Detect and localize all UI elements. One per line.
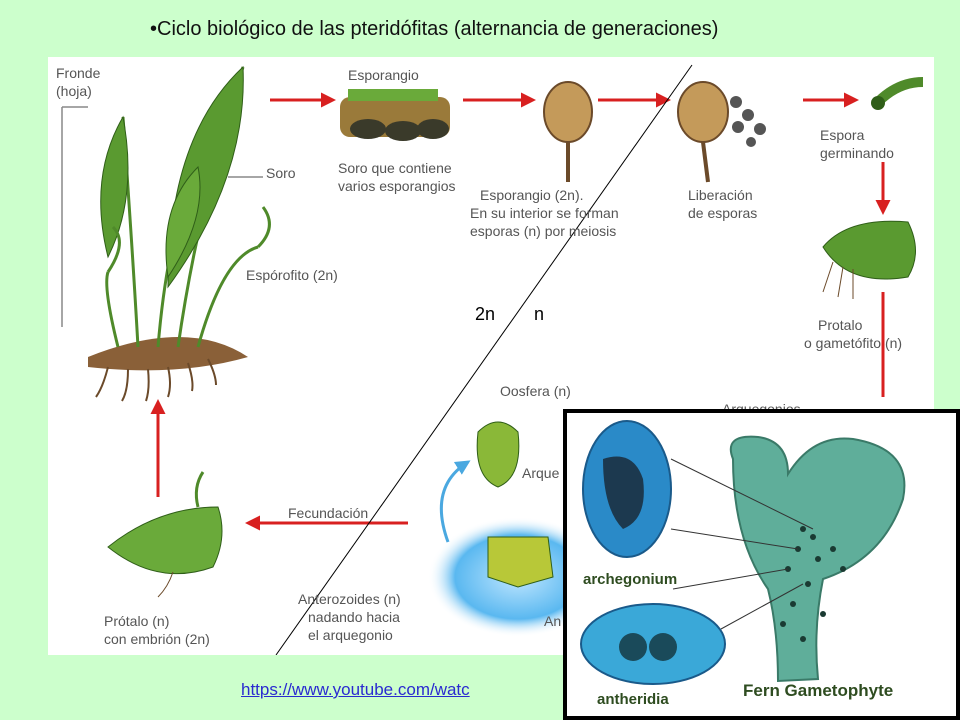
germinating-spore-illustration: [871, 77, 924, 110]
slide-title: •Ciclo biológico de las pteridófitas (al…: [150, 18, 719, 40]
label-archegonium: archegonium: [583, 571, 678, 588]
fertilization-arrow: [439, 460, 471, 543]
ploidy-label-haploid: n: [534, 304, 545, 324]
label-antheridia: antheridia: [597, 691, 669, 708]
label-esporofito: Espórofito (2n): [246, 267, 338, 283]
ploidy-label-diploid: 2n: [475, 304, 496, 324]
label-liberacion-2: de esporas: [688, 205, 758, 221]
label-fern-gametophyte: Fern Gametophyte: [743, 681, 894, 700]
label-arque: Arque: [522, 465, 560, 481]
label-espora-2: germinando: [820, 145, 894, 161]
sporangium-illustration: [543, 81, 593, 182]
label-fronde: Fronde: [56, 65, 101, 81]
fern-gametophyte-inset: archegonium antheridia Fern Gametophyte: [563, 409, 960, 720]
soro-illustration: [340, 89, 450, 141]
archegonium-illustration: [476, 421, 520, 488]
label-anterozoides-2: nadando hacia: [308, 609, 400, 625]
label-soro-caption-2: varios esporangios: [338, 178, 456, 194]
label-esporangio-caption-3: esporas (n) por meiosis: [470, 223, 617, 239]
prothallus-illustration: [822, 220, 916, 299]
label-soro: Soro: [266, 165, 296, 181]
label-oosfera: Oosfera (n): [500, 383, 571, 399]
prothallus-with-embryo-illustration: [107, 471, 223, 598]
label-protalo-embrion-2: con embrión (2n): [104, 631, 210, 647]
gametophyte-micrograph: archegonium antheridia Fern Gametophyte: [573, 419, 950, 716]
label-espora: Espora: [820, 127, 865, 143]
sporophyte-fern-illustration: [61, 65, 271, 402]
label-protalo-2: o gametófito (n): [804, 335, 903, 351]
label-esporangio-caption-2: En su interior se forman: [470, 205, 619, 221]
label-esporangio-top: Esporangio: [348, 67, 419, 83]
gametophyte-artwork: [580, 420, 906, 685]
label-protalo: Protalo: [818, 317, 863, 333]
fern-life-cycle-diagram: Fronde (hoja) Soro Espórofito (2n) Espor…: [48, 57, 934, 656]
label-liberacion: Liberación: [688, 187, 753, 203]
label-anterozoides: Anterozoides (n): [298, 591, 401, 607]
youtube-link[interactable]: https://www.youtube.com/watc: [241, 680, 470, 699]
label-protalo-embrion: Prótalo (n): [104, 613, 170, 629]
label-hoja: (hoja): [56, 83, 92, 99]
spore-release-illustration: [677, 81, 766, 183]
cycle-arrows: [150, 92, 891, 531]
label-soro-caption: Soro que contiene: [338, 160, 452, 176]
label-anterozoides-3: el arquegonio: [308, 627, 393, 643]
label-esporangio-caption: Esporangio (2n).: [480, 187, 584, 203]
label-fecundacion: Fecundación: [288, 505, 369, 521]
ploidy-divider-line: [275, 64, 693, 656]
label-an: An: [544, 613, 562, 629]
